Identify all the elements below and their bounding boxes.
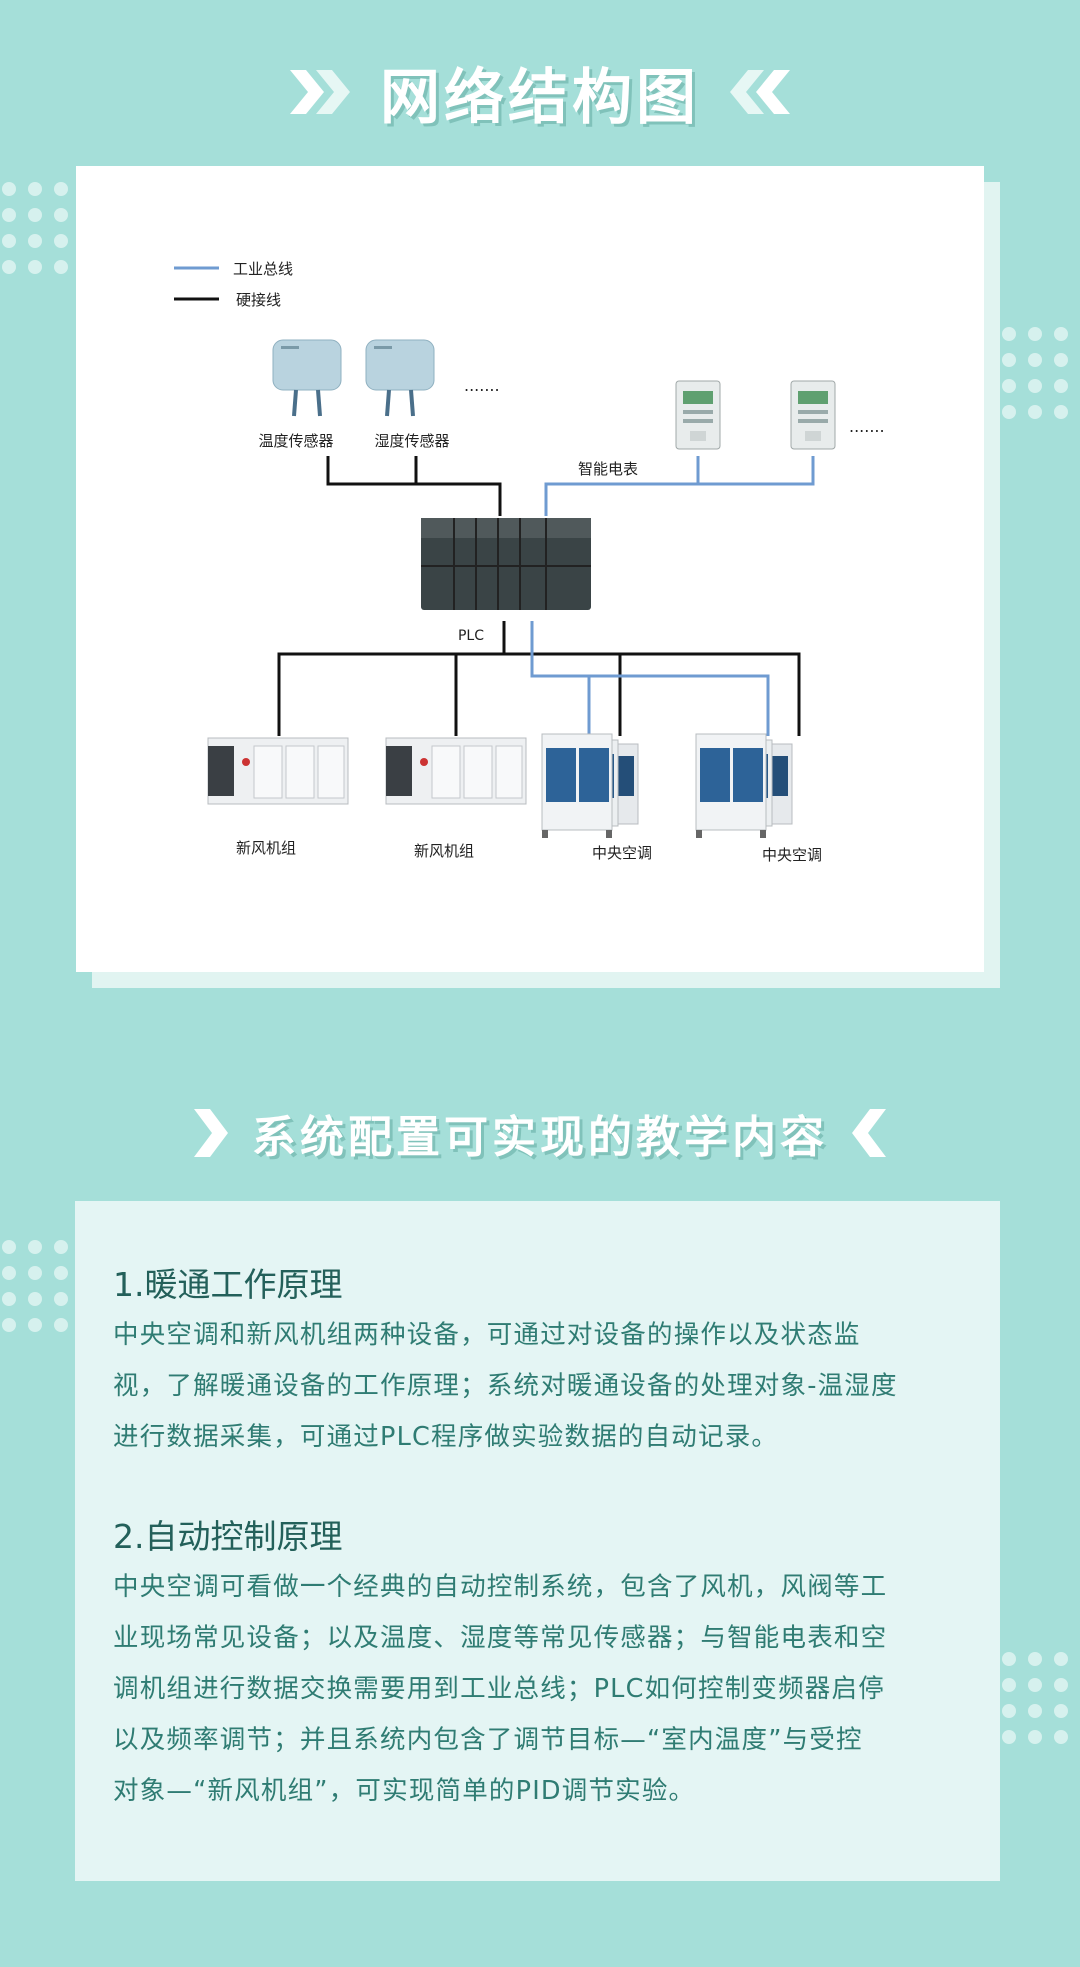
wire-bus-main [277,652,801,736]
page-title: 网络结构图 [380,62,700,133]
meter-label: 智能电表 [578,460,638,478]
dot-grid-right-top [1000,325,1080,435]
sensor-ellipsis: ....... [464,376,500,395]
legend-wire-label: 硬接线 [236,291,281,309]
paragraph-line: 业现场常见设备；以及温度、湿度等常见传感器；与智能电表和空 [113,1623,888,1653]
bus-meter-plc [544,456,700,516]
sensor-label-humidity: 湿度传感器 [374,432,449,450]
paragraph-automatic-control: 中央空调可看做一个经典的自动控制系统，包含了风机，风阀等工 业现场常见设备；以及… [113,1562,973,1817]
smart-meter-icon [790,380,836,450]
plc-icon [421,518,591,610]
central-ac-unit-icon [541,733,639,838]
section-title-bar: 系统配置可实现的教学内容 [0,1100,1080,1166]
paragraph-line: 调机组进行数据交换需要用到工业总线；PLC如何控制变频器启停 [113,1674,885,1704]
paragraph-line: 视，了解暖通设备的工作原理；系统对暖通设备的处理对象-温湿度 [113,1371,898,1401]
bus-meter-2 [698,456,815,486]
chevron-right-icon [190,1105,230,1161]
dot-grid-left-top [0,180,80,290]
unit-label-fresh-air-1: 新风机组 [236,839,296,857]
plc-label: PLC [458,628,484,644]
meter-ellipsis: ....... [849,417,885,436]
unit-label-central-ac-1: 中央空调 [592,844,652,862]
fresh-air-unit-icon [207,737,349,805]
paragraph-line: 中央空调可看做一个经典的自动控制系统，包含了风机，风阀等工 [113,1572,888,1602]
legend-bus-label: 工业总线 [233,260,293,278]
double-chevron-right-icon [286,64,358,120]
smart-meter-icon [675,380,721,450]
unit-label-fresh-air-2: 新风机组 [414,842,474,860]
fresh-air-unit-icon [385,737,527,805]
heading-hvac-principle: 1.暖通工作原理 [113,1265,343,1304]
bus-plc-ac [530,621,770,736]
network-diagram: 工业总线 硬接线 温度传感器 湿度传感器 ....... [174,260,885,864]
sensor-label-temperature: 温度传感器 [258,432,333,450]
legend: 工业总线 硬接线 [174,260,293,309]
content-card [75,1201,1000,1881]
paragraph-line: 进行数据采集，可通过PLC程序做实验数据的自动记录。 [113,1422,779,1452]
paragraph-line: 以及频率调节；并且系统内包含了调节目标—“室内温度”与受控 [113,1725,863,1755]
chevron-left-icon [850,1105,890,1161]
diagram-card: 工业总线 硬接线 温度传感器 湿度传感器 ....... [76,166,984,972]
unit-label-central-ac-2: 中央空调 [762,846,822,864]
paragraph-hvac-principle: 中央空调和新风机组两种设备，可通过对设备的操作以及状态监 视，了解暖通设备的工作… [113,1310,973,1463]
double-chevron-left-icon [722,64,794,120]
paragraph-line: 中央空调和新风机组两种设备，可通过对设备的操作以及状态监 [113,1320,861,1350]
paragraph-line: 对象—“新风机组”，可实现简单的PID调节实验。 [113,1776,696,1806]
heading-automatic-control: 2.自动控制原理 [113,1517,343,1556]
temperature-sensor-icon [272,339,342,417]
humidity-sensor-icon [365,339,435,417]
central-ac-unit-icon [695,733,793,838]
dot-grid-left-mid [0,1238,80,1348]
header: 网络结构图 [0,52,1080,133]
section-title: 系统配置可实现的教学内容 [252,1112,828,1163]
dot-grid-right-bottom [1000,1650,1080,1760]
wire-sensor-plc [326,456,502,516]
